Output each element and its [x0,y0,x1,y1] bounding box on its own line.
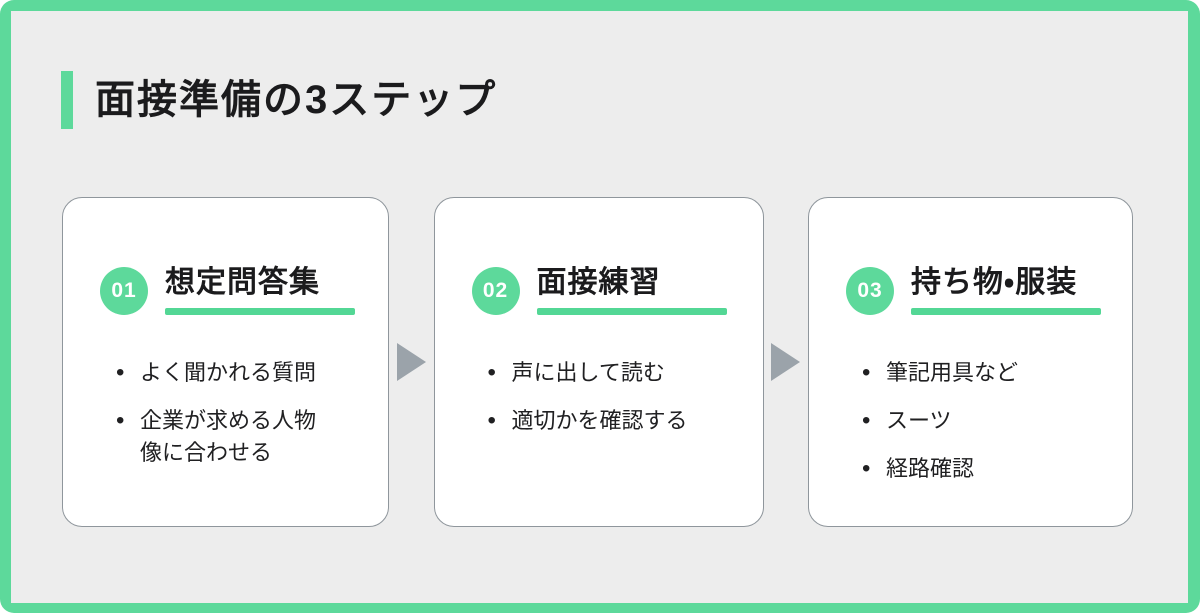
step-card-3: 03 持ち物・服装 筆記用具など スーツ 経路確認 [808,197,1133,527]
step-3-header: 03 持ち物・服装 [846,266,1102,315]
step-card-1: 01 想定問答集 よく聞かれる質問 企業が求める人物像に合わせる [62,197,389,527]
list-item: 企業が求める人物像に合わせる [116,405,328,469]
step-1-heading-block: 想定問答集 [165,266,355,315]
step-1-heading: 想定問答集 [165,266,320,299]
step-2-heading: 面接練習 [536,266,661,299]
step-2-header: 02 面接練習 [471,266,733,315]
step-3-number-badge: 03 [846,266,894,315]
step-3-heading-underline [911,308,1101,315]
step-1-bullet-list: よく聞かれる質問 企業が求める人物像に合わせる [116,357,328,469]
step-3-bullet-list: 筆記用具など スーツ 経路確認 [862,357,1074,485]
arrow-right-icon [396,343,426,381]
arrow-cell-2 [764,197,809,527]
list-item: スーツ [862,405,1074,437]
content-area: 面接準備の3ステップ 01 想定問答集 よく聞かれる質問 企業が求める人物像に合… [11,11,1188,603]
arrow-cell-1 [389,197,434,527]
step-3-heading: 持ち物・服装 [911,266,1078,299]
step-3-heading-block: 持ち物・服装 [911,266,1101,315]
step-1-number-badge: 01 [100,266,148,315]
list-item: 筆記用具など [862,357,1074,389]
list-item: 経路確認 [862,453,1074,485]
step-1-header: 01 想定問答集 [100,266,358,315]
page-title: 面接準備の3ステップ [95,78,498,122]
list-item: 適切かを確認する [488,405,700,437]
list-item: よく聞かれる質問 [116,357,328,389]
step-2-bullet-list: 声に出して読む 適切かを確認する [488,357,700,437]
step-2-number-badge: 02 [471,266,520,315]
step-card-2: 02 面接練習 声に出して読む 適切かを確認する [433,197,764,527]
step-2-heading-underline [536,308,727,315]
title-accent-bar [61,71,73,129]
step-2-heading-block: 面接練習 [536,266,727,315]
header: 面接準備の3ステップ [61,71,497,129]
steps-row: 01 想定問答集 よく聞かれる質問 企業が求める人物像に合わせる 02 [62,197,1133,527]
arrow-right-icon [771,343,801,381]
list-item: 声に出して読む [488,357,700,389]
step-1-heading-underline [165,308,355,315]
